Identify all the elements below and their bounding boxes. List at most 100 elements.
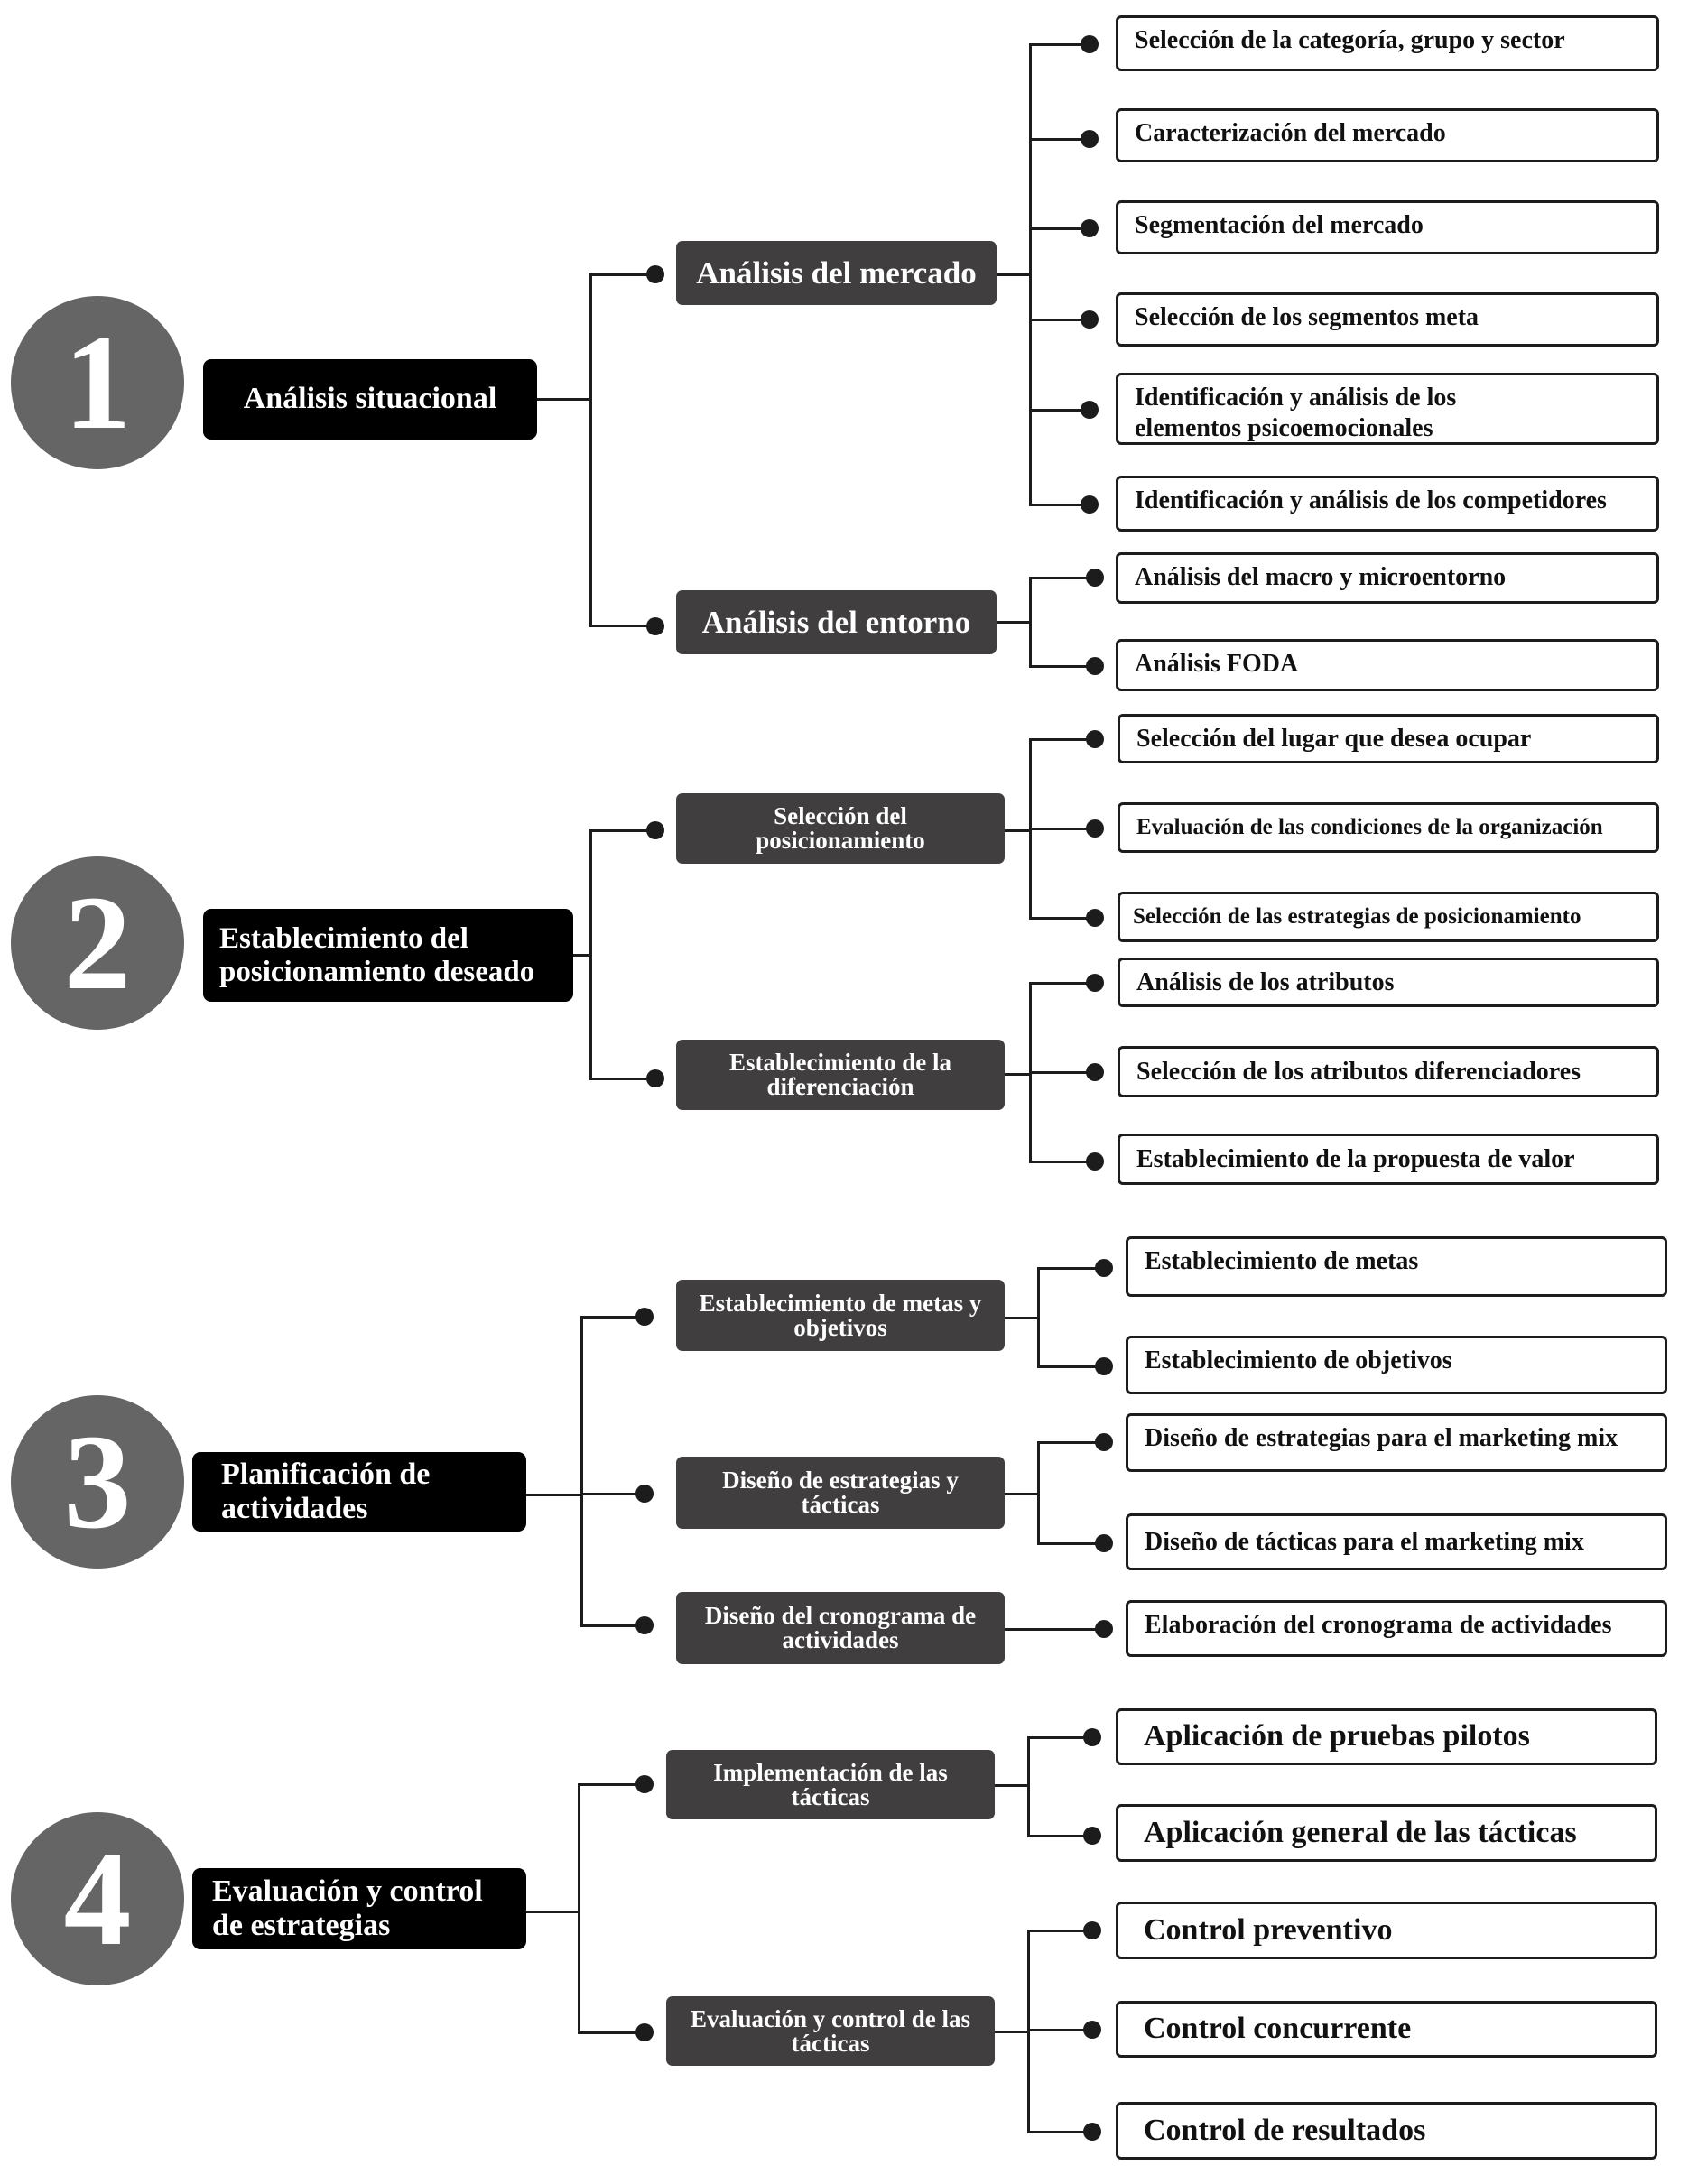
bullet-dot-icon [1086,1152,1104,1171]
step-number: 2 [63,868,132,1018]
leaf-node-label: Análisis del macro y microentorno [1135,563,1507,591]
sub-node-label: Análisis del entorno [701,605,971,640]
bullet-dot-icon [1095,1620,1113,1638]
bullet-dot-icon [1081,219,1099,237]
leaf-node: Selección del lugar que desea ocupar [1118,714,1659,763]
sub-node: Evaluación y control de las tácticas [666,1996,995,2066]
bullet-dot-icon [1081,401,1099,419]
main-node: Evaluación y control de estrategias [192,1868,526,1949]
connector [1029,227,1092,230]
bullet-dot-icon [1081,130,1099,148]
bullet-dot-icon [1083,1827,1101,1845]
connector [1029,577,1032,667]
bullet-dot-icon [646,617,664,635]
sub-node-label: Diseño de estrategias y tácticas [722,1467,959,1518]
connector [1029,43,1032,504]
connector [1029,409,1092,412]
step-number: 4 [63,1824,132,1974]
connector [578,2031,643,2034]
connector [1029,828,1098,830]
connector [578,1783,580,2034]
leaf-node-label: Establecimiento de objetivos [1145,1346,1452,1374]
bullet-dot-icon [646,1069,664,1087]
leaf-node-label: Caracterización del mercado [1135,119,1446,147]
connector [1037,1542,1106,1545]
leaf-node: Diseño de estrategias para el marketing … [1126,1413,1667,1472]
step-number: 3 [63,1407,132,1557]
bullet-dot-icon [1083,2021,1101,2039]
bullet-dot-icon [1083,1921,1101,1939]
leaf-node: Selección de las estrategias de posicion… [1118,892,1659,942]
sub-node-label: Análisis del mercado [696,255,977,291]
connector [573,954,591,957]
leaf-node-label: Análisis de los atributos [1136,968,1395,996]
bullet-dot-icon [1083,2123,1101,2141]
sub-node-label: Establecimiento de metas y objetivos [699,1289,982,1341]
leaf-node-label: Análisis FODA [1135,650,1299,678]
connector [526,1911,580,1913]
leaf-node-label: Selección de las estrategias de posicion… [1133,904,1581,929]
connector [1037,1267,1106,1270]
connector [1029,319,1092,321]
connector [526,1494,583,1496]
connector [580,1493,644,1495]
connector [1029,738,1098,741]
bullet-dot-icon [1081,495,1099,514]
leaf-node-label: Selección de los segmentos meta [1135,303,1479,331]
leaf-node: Selección de los segmentos meta [1116,292,1659,347]
bullet-dot-icon [1081,35,1099,53]
connector [1029,1071,1098,1074]
leaf-node: Selección de los atributos diferenciador… [1118,1046,1659,1097]
bullet-dot-icon [1086,909,1104,927]
leaf-node-label: Selección de la categoría, grupo y secto… [1135,26,1565,54]
sub-node-label: Diseño del cronograma de actividades [704,1602,977,1653]
connector [1029,665,1096,668]
bullet-dot-icon [1086,569,1104,587]
bullet-dot-icon [1086,974,1104,992]
connector [1027,2131,1094,2133]
leaf-node: Establecimiento de objetivos [1126,1336,1667,1394]
leaf-node-label: Segmentación del mercado [1135,211,1424,239]
bullet-dot-icon [646,265,664,283]
leaf-node-label: Identificación y análisis de los element… [1135,384,1457,442]
connector [580,1316,644,1319]
connector [578,1783,643,1786]
connector [1029,1161,1098,1163]
leaf-node: Control preventivo [1116,1902,1657,1959]
bullet-dot-icon [635,1485,654,1503]
main-node-label: Análisis situacional [243,382,497,416]
leaf-node-label: Selección de los atributos diferenciador… [1136,1057,1581,1086]
leaf-node-label: Selección del lugar que desea ocupar [1136,725,1532,753]
connector [1029,138,1092,141]
step-number: 1 [63,308,132,458]
leaf-node: Identificación y análisis de los competi… [1116,476,1659,532]
main-node: Análisis situacional [203,359,537,440]
leaf-node: Análisis FODA [1116,639,1659,691]
connector [1037,1441,1106,1444]
sub-node-label: Selección del posicionamiento [756,802,925,854]
leaf-node: Control de resultados [1116,2102,1657,2160]
main-node-label: Establecimiento del posicionamiento dese… [219,921,535,988]
connector [1029,982,1098,985]
connector [1005,829,1032,832]
connector [1027,2029,1094,2031]
leaf-node-label: Identificación y análisis de los competi… [1135,486,1607,514]
bullet-dot-icon [1086,657,1104,675]
bullet-dot-icon [635,2023,654,2041]
connector [1037,1267,1040,1367]
connector [589,829,592,1079]
sub-node: Selección del posicionamiento [676,793,1005,864]
sub-node: Análisis del mercado [676,241,997,305]
bullet-dot-icon [1086,730,1104,748]
leaf-node-label: Diseño de estrategias para el marketing … [1145,1424,1618,1452]
sub-node: Establecimiento de metas y objetivos [676,1280,1005,1351]
connector [580,1316,583,1626]
connector [1027,1835,1094,1837]
connector [1005,1628,1106,1631]
bullet-dot-icon [1083,1728,1101,1746]
connector [995,2031,1030,2033]
leaf-node: Elaboración del cronograma de actividade… [1126,1600,1667,1657]
connector [1005,1317,1040,1319]
bullet-dot-icon [1095,1534,1113,1552]
main-node-label: Planificación de actividades [221,1457,431,1525]
